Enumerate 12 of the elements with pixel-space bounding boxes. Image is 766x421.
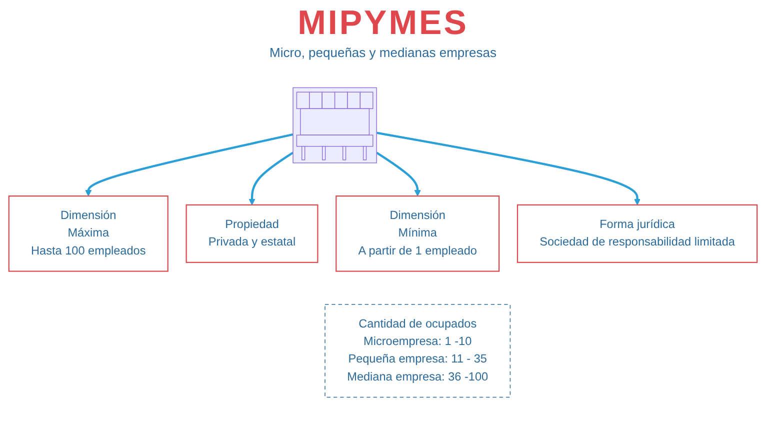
node-box: Cantidad de ocupados Microempresa: 1 -10 Pequeña empresa: 11 - 35 Mediana empresa: 36 -100: [324, 304, 511, 398]
node-box: Dimensión Máxima Hasta 100 empleados: [8, 196, 168, 272]
arrow: [376, 152, 421, 196]
title: MIPYMES: [298, 4, 468, 43]
node-box: Propiedad Privada y estatal: [186, 204, 318, 263]
arrow: [85, 133, 294, 196]
arrow: [376, 132, 641, 206]
subtitle: Micro, pequeñas y medianas empresas: [270, 45, 496, 60]
node-box: Dimensión Mínima A partir de 1 empleado: [336, 196, 500, 272]
shop-stall-drawing: [292, 87, 377, 164]
arrow: [248, 152, 294, 206]
node-box: Forma jurídica Sociedad de responsabilidad limitada: [516, 204, 758, 263]
